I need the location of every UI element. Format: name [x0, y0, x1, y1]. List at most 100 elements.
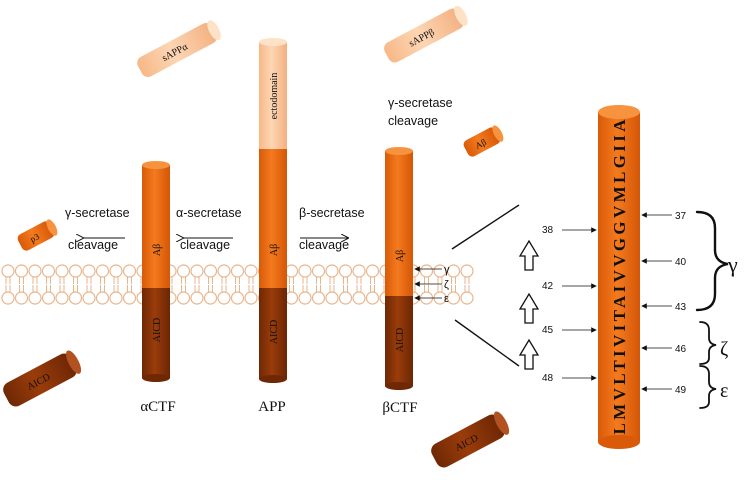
- actf-name: αCTF: [140, 399, 175, 415]
- lipid-head: [55, 264, 69, 278]
- bctf-cleavage-markers: γ ζ ε: [414, 264, 450, 305]
- lipid-tail: [221, 285, 227, 292]
- app-protein: ectodomain Aβ AICD APP: [258, 38, 287, 415]
- lipid-head: [419, 264, 434, 278]
- app-ectodomain-label: ectodomain: [269, 73, 280, 120]
- lipid-head: [41, 291, 56, 305]
- lipid-tail: [208, 277, 213, 284]
- lipid-head: [311, 291, 326, 305]
- lipid-head: [109, 264, 123, 278]
- bctf-abeta-label: Aβ: [395, 250, 406, 262]
- lipid-tail: [329, 277, 335, 284]
- brace-epsilon: [699, 365, 717, 409]
- lipid-head: [95, 291, 110, 305]
- lipid-head: [176, 291, 191, 305]
- lipid-head: [298, 264, 312, 278]
- fragment-abeta: Aβ: [463, 125, 504, 157]
- lipid-tail: [113, 285, 119, 292]
- lipid-head: [109, 291, 123, 305]
- lipid-tail: [289, 285, 294, 292]
- lipid-tail: [464, 277, 470, 284]
- lipid-head: [55, 291, 69, 305]
- lipid-head: [68, 291, 83, 305]
- fragment-sappb: sAPPβ: [384, 5, 468, 63]
- brace-gamma: [695, 210, 729, 312]
- svg-text:cleavage: cleavage: [299, 238, 349, 252]
- lipid-tail: [464, 285, 470, 292]
- lipid-head: [190, 264, 204, 278]
- actf-aicd-label: AICD: [152, 318, 163, 342]
- lipid-tail: [437, 277, 443, 284]
- lipid-head: [284, 291, 299, 305]
- lipid-tail: [343, 285, 348, 292]
- lipid-head: [338, 264, 353, 278]
- fragment-sappa: sAPPα: [137, 20, 221, 77]
- lipid-tail: [248, 285, 254, 292]
- up-arrow-icon: [518, 239, 540, 271]
- lipid-tail: [59, 277, 65, 284]
- lipid-head: [244, 264, 258, 278]
- pos-46: 46: [675, 344, 687, 355]
- app-aicd-label: AICD: [269, 320, 280, 344]
- lipid-tail: [100, 285, 105, 292]
- lipid-head: [433, 264, 447, 278]
- lipid-tail: [356, 285, 362, 292]
- lipid-tail: [194, 285, 200, 292]
- marker-zeta: ζ: [444, 279, 449, 291]
- lipid-head: [365, 291, 380, 305]
- bctf-aicd-label: AICD: [395, 328, 406, 352]
- lipid-tail: [181, 277, 186, 284]
- lipid-tail: [302, 285, 308, 292]
- lipid-tail: [356, 277, 362, 284]
- app-name: APP: [258, 399, 286, 415]
- fragment-aicd-left: AICD: [3, 350, 82, 407]
- svg-text:cleavage: cleavage: [68, 238, 118, 252]
- lipid-head: [176, 264, 191, 278]
- brace-epsilon-label: ε: [720, 380, 728, 402]
- lipid-head: [325, 291, 339, 305]
- lipid-head: [365, 264, 380, 278]
- fragment-p3: p3: [17, 219, 58, 251]
- pos-45: 45: [542, 325, 554, 336]
- lipid-tail: [370, 277, 375, 284]
- lipid-head: [325, 264, 339, 278]
- pos-48: 48: [542, 373, 554, 384]
- lipid-tail: [424, 277, 429, 284]
- lipid-head: [284, 264, 299, 278]
- amino-acid-sequence: LMVLTIVITAIVVGGVMLGIIA: [610, 119, 629, 435]
- lipid-head: [41, 264, 56, 278]
- app-abeta-label: Aβ: [269, 244, 280, 256]
- lipid-tail: [316, 277, 321, 284]
- lipid-tail: [86, 285, 92, 292]
- lipid-tail: [302, 277, 308, 284]
- lipid-head: [230, 264, 245, 278]
- lipid-bilayer: [1, 264, 474, 305]
- lipid-tail: [32, 285, 38, 292]
- lipid-tail: [127, 285, 132, 292]
- lipid-head: [190, 291, 204, 305]
- lipid-tail: [73, 285, 78, 292]
- brace-zeta: [699, 321, 717, 365]
- lipid-tail: [19, 285, 24, 292]
- lipid-tail: [221, 277, 227, 284]
- lipid-head: [230, 291, 245, 305]
- lipid-head: [217, 264, 231, 278]
- zoom-line-bottom: [454, 319, 520, 367]
- actf-abeta-label: Aβ: [152, 244, 163, 256]
- pos-43: 43: [675, 302, 687, 313]
- svg-text:β-secretase: β-secretase: [299, 206, 365, 220]
- lipid-head: [95, 264, 110, 278]
- lipid-head: [203, 291, 218, 305]
- brace-zeta-label: ζ: [720, 338, 728, 360]
- step-up-arrows: [518, 239, 540, 370]
- lipid-tail: [86, 277, 92, 284]
- lipid-tail: [451, 285, 456, 292]
- lipid-tail: [289, 277, 294, 284]
- svg-text:cleavage: cleavage: [388, 114, 438, 128]
- lipid-tail: [127, 277, 132, 284]
- lipid-tail: [32, 277, 38, 284]
- lipid-head: [244, 291, 258, 305]
- svg-text:γ-secretase: γ-secretase: [65, 206, 130, 220]
- lipid-head: [1, 291, 15, 305]
- lipid-tail: [73, 277, 78, 284]
